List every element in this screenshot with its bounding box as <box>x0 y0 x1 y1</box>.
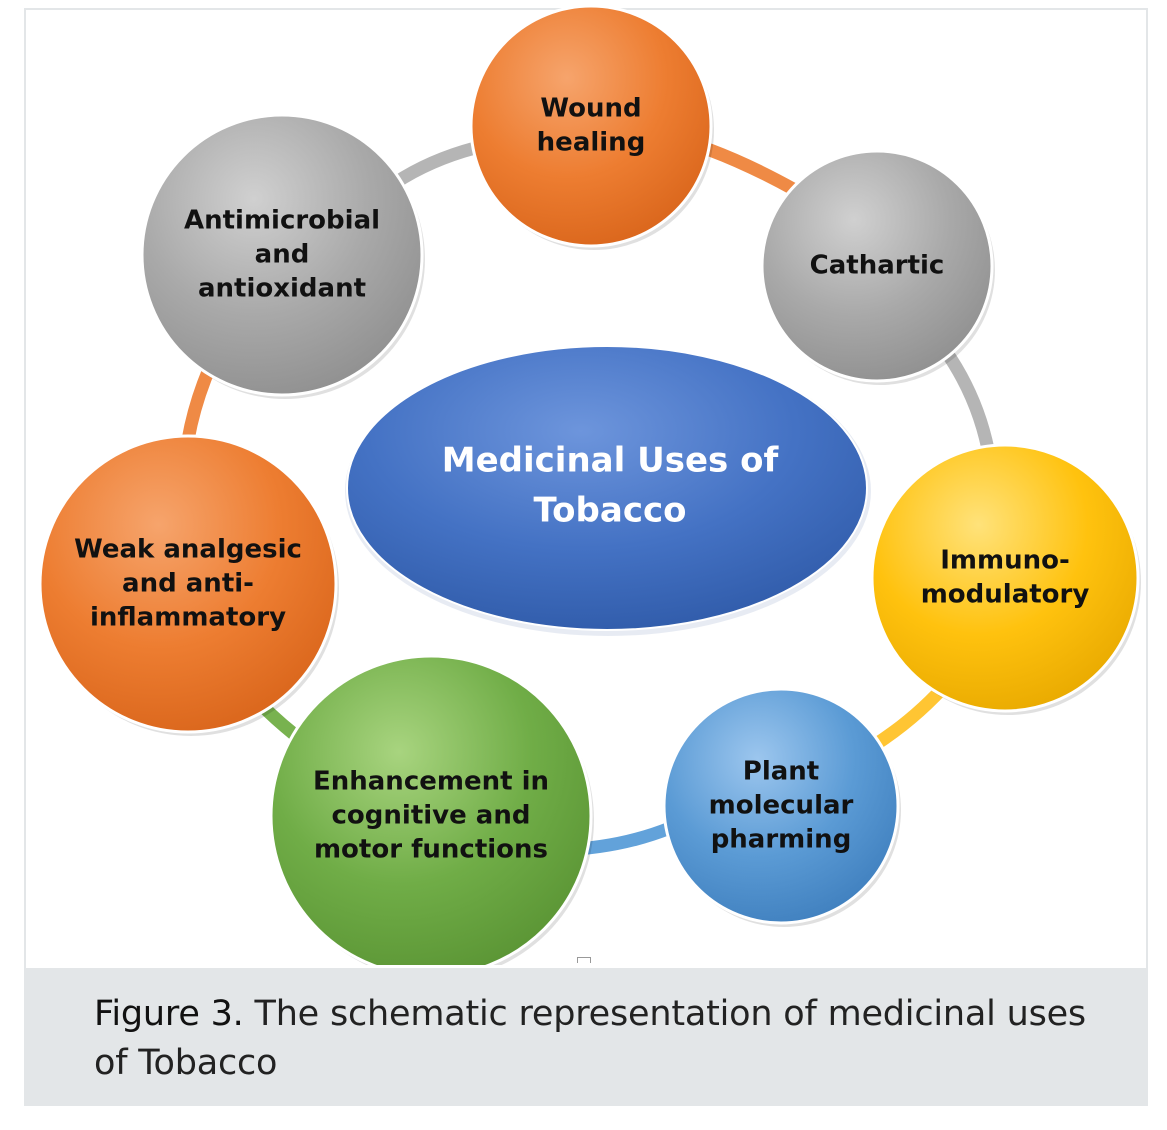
label-line: Tobacco <box>534 491 687 531</box>
node-wound-healing: Wound healing <box>469 4 714 250</box>
center-node: Medicinal Uses of Tobacco <box>345 345 871 636</box>
label-line: antioxidant <box>198 274 366 304</box>
label-line: Enhancement in <box>313 767 549 797</box>
use-nodes: Wound healingCatharticImmuno-modulatoryPl… <box>38 4 1141 965</box>
label-line: molecular <box>709 791 854 821</box>
node-immunomodulatory: Immuno-modulatory <box>870 443 1141 715</box>
label-line: cognitive and <box>332 801 531 831</box>
node-circle <box>662 687 900 925</box>
node-label: Cathartic <box>810 251 945 281</box>
label-line: Weak analgesic <box>74 535 302 565</box>
label-line: Medicinal Uses of <box>442 441 780 481</box>
label-line: and anti- <box>122 569 254 599</box>
label-line: Plant <box>743 757 819 787</box>
node-circle <box>870 443 1140 713</box>
connector-antimicrobial-to-wound <box>388 141 482 190</box>
node-label: Plant molecular pharming <box>709 757 854 855</box>
node-circle <box>269 654 593 965</box>
connector-wound-to-cathartic <box>703 143 802 197</box>
node-circle <box>38 434 338 734</box>
node-weak-analgesic: Weak analgesic and anti-inflammatory <box>38 434 339 736</box>
node-label: Immuno-modulatory <box>921 546 1090 610</box>
node-circle <box>760 149 994 383</box>
node-circle <box>140 113 424 397</box>
node-label: Enhancement in cognitive and motor functio… <box>313 767 549 865</box>
medicinal-uses-diagram: Medicinal Uses of Tobacco Wound healingCat… <box>38 4 1141 965</box>
label-line: healing <box>537 128 646 158</box>
label-line: and <box>255 240 310 270</box>
label-line: Antimicrobial <box>184 206 380 236</box>
connector-cathartic-to-immuno <box>938 343 997 467</box>
node-cathartic: Cathartic <box>760 149 995 385</box>
caption-label: Figure 3. <box>94 994 244 1034</box>
node-antimicrobial-antioxidant: Antimicrobial and antioxidant <box>140 113 425 399</box>
placeholder-mark <box>577 957 591 963</box>
node-label: Antimicrobial and antioxidant <box>184 206 380 304</box>
caption-bar <box>26 968 1146 1104</box>
label-line: Wound <box>540 94 641 124</box>
caption-text: The schematic representation of medicina… <box>94 994 1086 1083</box>
label-line: inflammatory <box>90 603 286 633</box>
node-label: Wound healing <box>537 94 646 158</box>
label-line: Cathartic <box>810 251 945 281</box>
node-circle <box>469 4 713 248</box>
node-plant-molecular-pharming: Plant molecular pharming <box>662 687 901 927</box>
label-line: pharming <box>711 825 852 855</box>
label-line: modulatory <box>921 580 1090 610</box>
label-line: motor functions <box>314 835 548 865</box>
node-enhancement-cognitive-motor: Enhancement in cognitive and motor functio… <box>269 654 594 965</box>
node-label: Weak analgesic and anti-inflammatory <box>74 535 302 633</box>
center-title: Medicinal Uses of Tobacco <box>442 441 780 531</box>
figure-caption: Figure 3. The schematic representation o… <box>94 990 1104 1088</box>
label-line: Immuno- <box>940 546 1070 576</box>
